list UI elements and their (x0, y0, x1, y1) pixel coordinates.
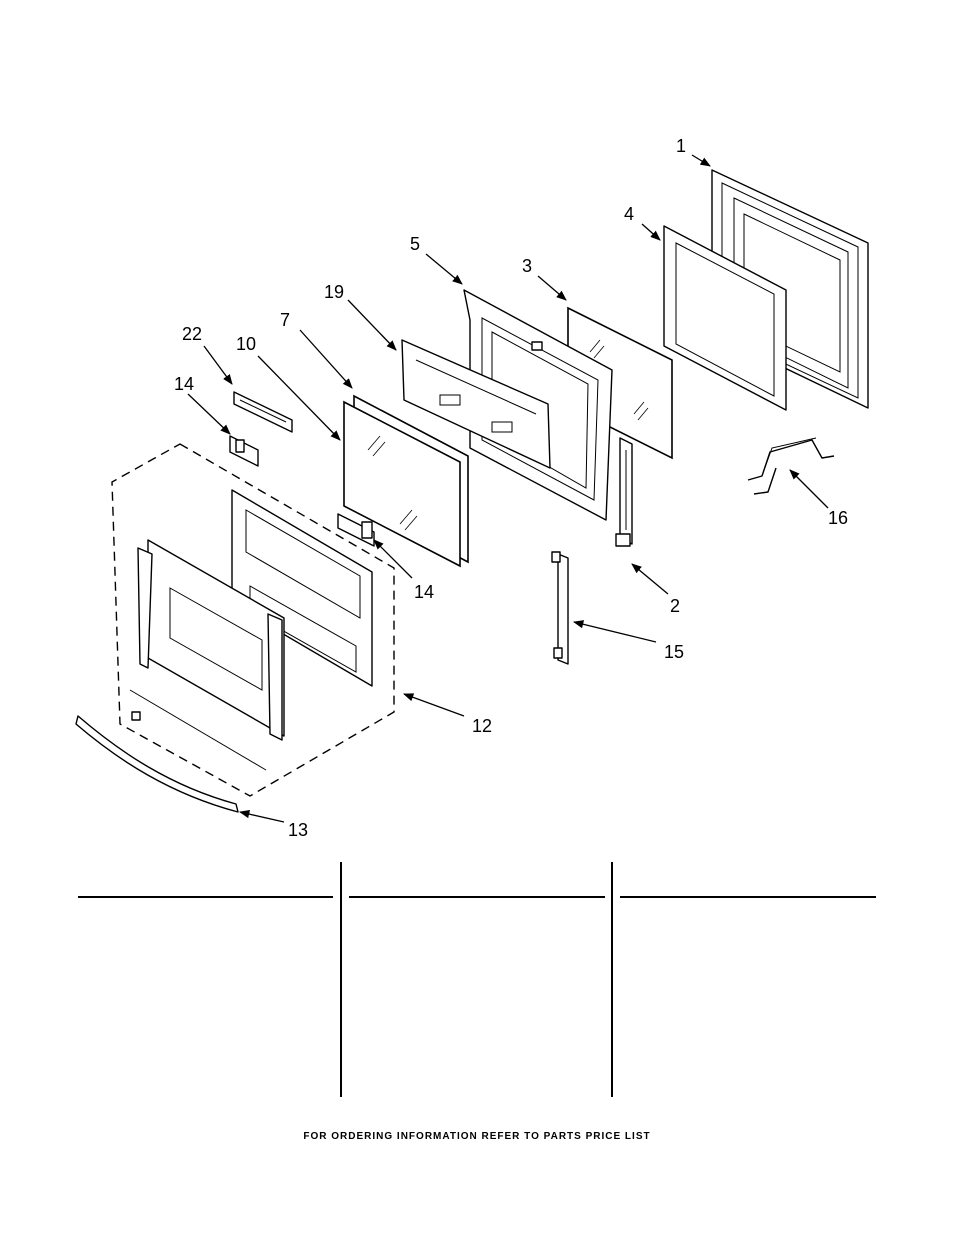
parts-table-rules (78, 862, 876, 1097)
callout-14-left: 14 (174, 374, 194, 394)
leader-14a (187, 393, 231, 435)
part-19-heat-shield (401, 339, 551, 469)
leader-19 (347, 299, 397, 351)
leader-15 (572, 620, 657, 643)
callout-14-right: 14 (414, 582, 434, 602)
part-10-glass-panel (343, 400, 461, 568)
leader-5 (425, 253, 463, 285)
part-12-door-assembly (111, 443, 395, 797)
leader-2 (631, 563, 669, 595)
callout-3: 3 (522, 256, 532, 276)
leader-16 (789, 469, 829, 509)
callout-2: 2 (670, 596, 680, 616)
part-2-hinge (615, 437, 633, 547)
callout-22: 22 (182, 324, 202, 344)
leader-1 (691, 154, 711, 167)
leader-22 (203, 345, 233, 385)
leader-10 (257, 355, 341, 441)
callout-1: 1 (676, 136, 686, 156)
callout-19: 19 (324, 282, 344, 302)
callout-13: 13 (288, 820, 308, 840)
leader-12 (403, 693, 465, 717)
part-13-handle (75, 715, 239, 813)
ordering-info-note: FOR ORDERING INFORMATION REFER TO PARTS … (303, 1131, 651, 1142)
callout-15: 15 (664, 642, 684, 662)
callout-16: 16 (828, 508, 848, 528)
leader-14b (373, 539, 413, 579)
callout-12: 12 (472, 716, 492, 736)
part-3-inner-glass (567, 306, 673, 460)
leader-7 (299, 329, 353, 389)
part-4-door-frame (663, 225, 787, 411)
callout-7: 7 (280, 310, 290, 330)
leader-4 (641, 223, 661, 241)
part-22-bracket (233, 391, 293, 433)
part-16-bracket (747, 437, 835, 495)
callout-5: 5 (410, 234, 420, 254)
part-15-hinge-bracket (551, 551, 569, 665)
callout-4: 4 (624, 204, 634, 224)
callout-10: 10 (236, 334, 256, 354)
leader-3 (537, 275, 567, 301)
leader-13 (238, 810, 285, 823)
part-14-hinge-left (229, 435, 259, 467)
leader-lines (187, 154, 829, 823)
callout-labels: 1 4 5 3 19 7 22 10 14 14 16 2 15 12 13 (174, 136, 848, 840)
